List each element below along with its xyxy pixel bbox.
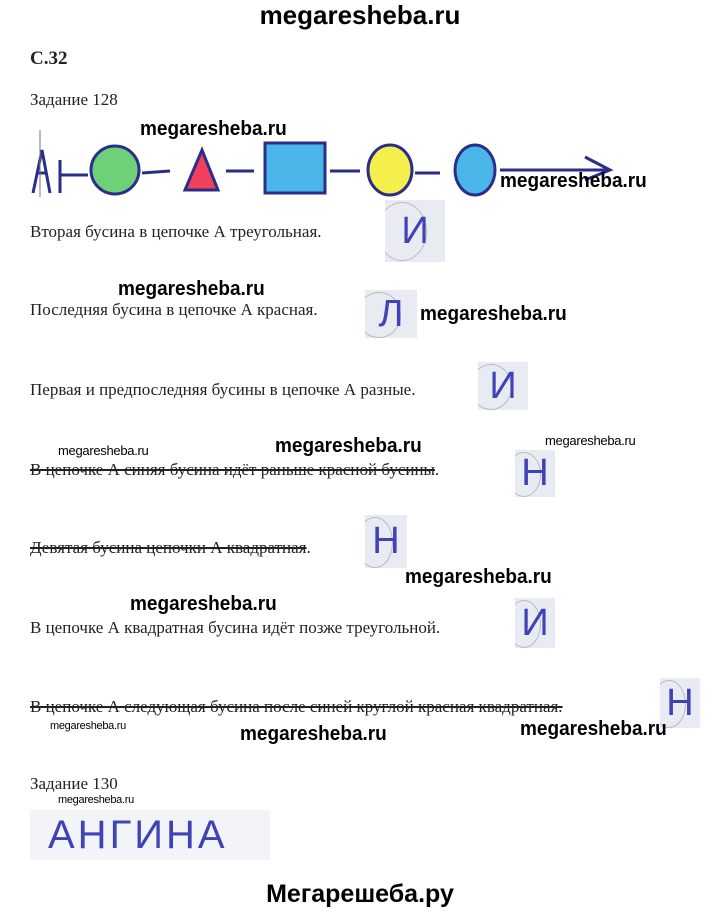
answer-box: И bbox=[478, 362, 528, 410]
watermark-small: megaresheba.ru bbox=[545, 433, 636, 448]
task-130-answer: АНГИНА bbox=[30, 810, 270, 860]
answer-box: Н bbox=[660, 678, 700, 728]
watermark: megaresheba.ru bbox=[520, 718, 667, 740]
statement-5: Девятая бусина цепочки А квадратная. bbox=[30, 538, 311, 557]
page-label: С.32 bbox=[30, 48, 68, 69]
site-header[interactable]: megaresheba.ru bbox=[259, 0, 461, 30]
watermark: megaresheba.ru bbox=[240, 723, 387, 745]
watermark-small: megaresheba.ru bbox=[58, 443, 149, 458]
answer-box: Н bbox=[515, 450, 555, 497]
watermark: megaresheba.ru bbox=[500, 170, 647, 192]
answer-box: Л bbox=[365, 290, 417, 338]
watermark: megaresheba.ru bbox=[118, 278, 265, 300]
statement-1: Вторая бусина в цепочке А треугольная. bbox=[30, 222, 322, 241]
statement-4: В цепочке А синяя бусина идёт раньше кра… bbox=[30, 460, 440, 479]
watermark-small: megaresheba.ru bbox=[58, 794, 134, 806]
statement-2: Последняя бусина в цепочке А красная. bbox=[30, 300, 318, 319]
watermark: megaresheba.ru bbox=[405, 566, 552, 588]
watermark: megaresheba.ru bbox=[275, 435, 422, 457]
watermark: megaresheba.ru bbox=[130, 593, 277, 615]
site-footer[interactable]: Мегарешеба.ру bbox=[266, 880, 454, 908]
bead-chain-drawing bbox=[31, 130, 614, 197]
answer-box: И bbox=[385, 200, 445, 262]
watermark-small: megaresheba.ru bbox=[50, 720, 126, 732]
watermark: megaresheba.ru bbox=[140, 118, 287, 140]
answer-box: И bbox=[515, 598, 555, 648]
task-128-title: Задание 128 bbox=[30, 90, 118, 109]
statement-6: В цепочке А квадратная бусина идёт позже… bbox=[30, 618, 441, 637]
statement-3: Первая и предпоследняя бусины в цепочке … bbox=[30, 380, 416, 399]
task-130-title: Задание 130 bbox=[30, 774, 118, 793]
watermark: megaresheba.ru bbox=[420, 303, 567, 325]
statement-7: В цепочке А следующая бусина после синей… bbox=[30, 697, 563, 716]
answer-box: Н bbox=[365, 515, 407, 568]
